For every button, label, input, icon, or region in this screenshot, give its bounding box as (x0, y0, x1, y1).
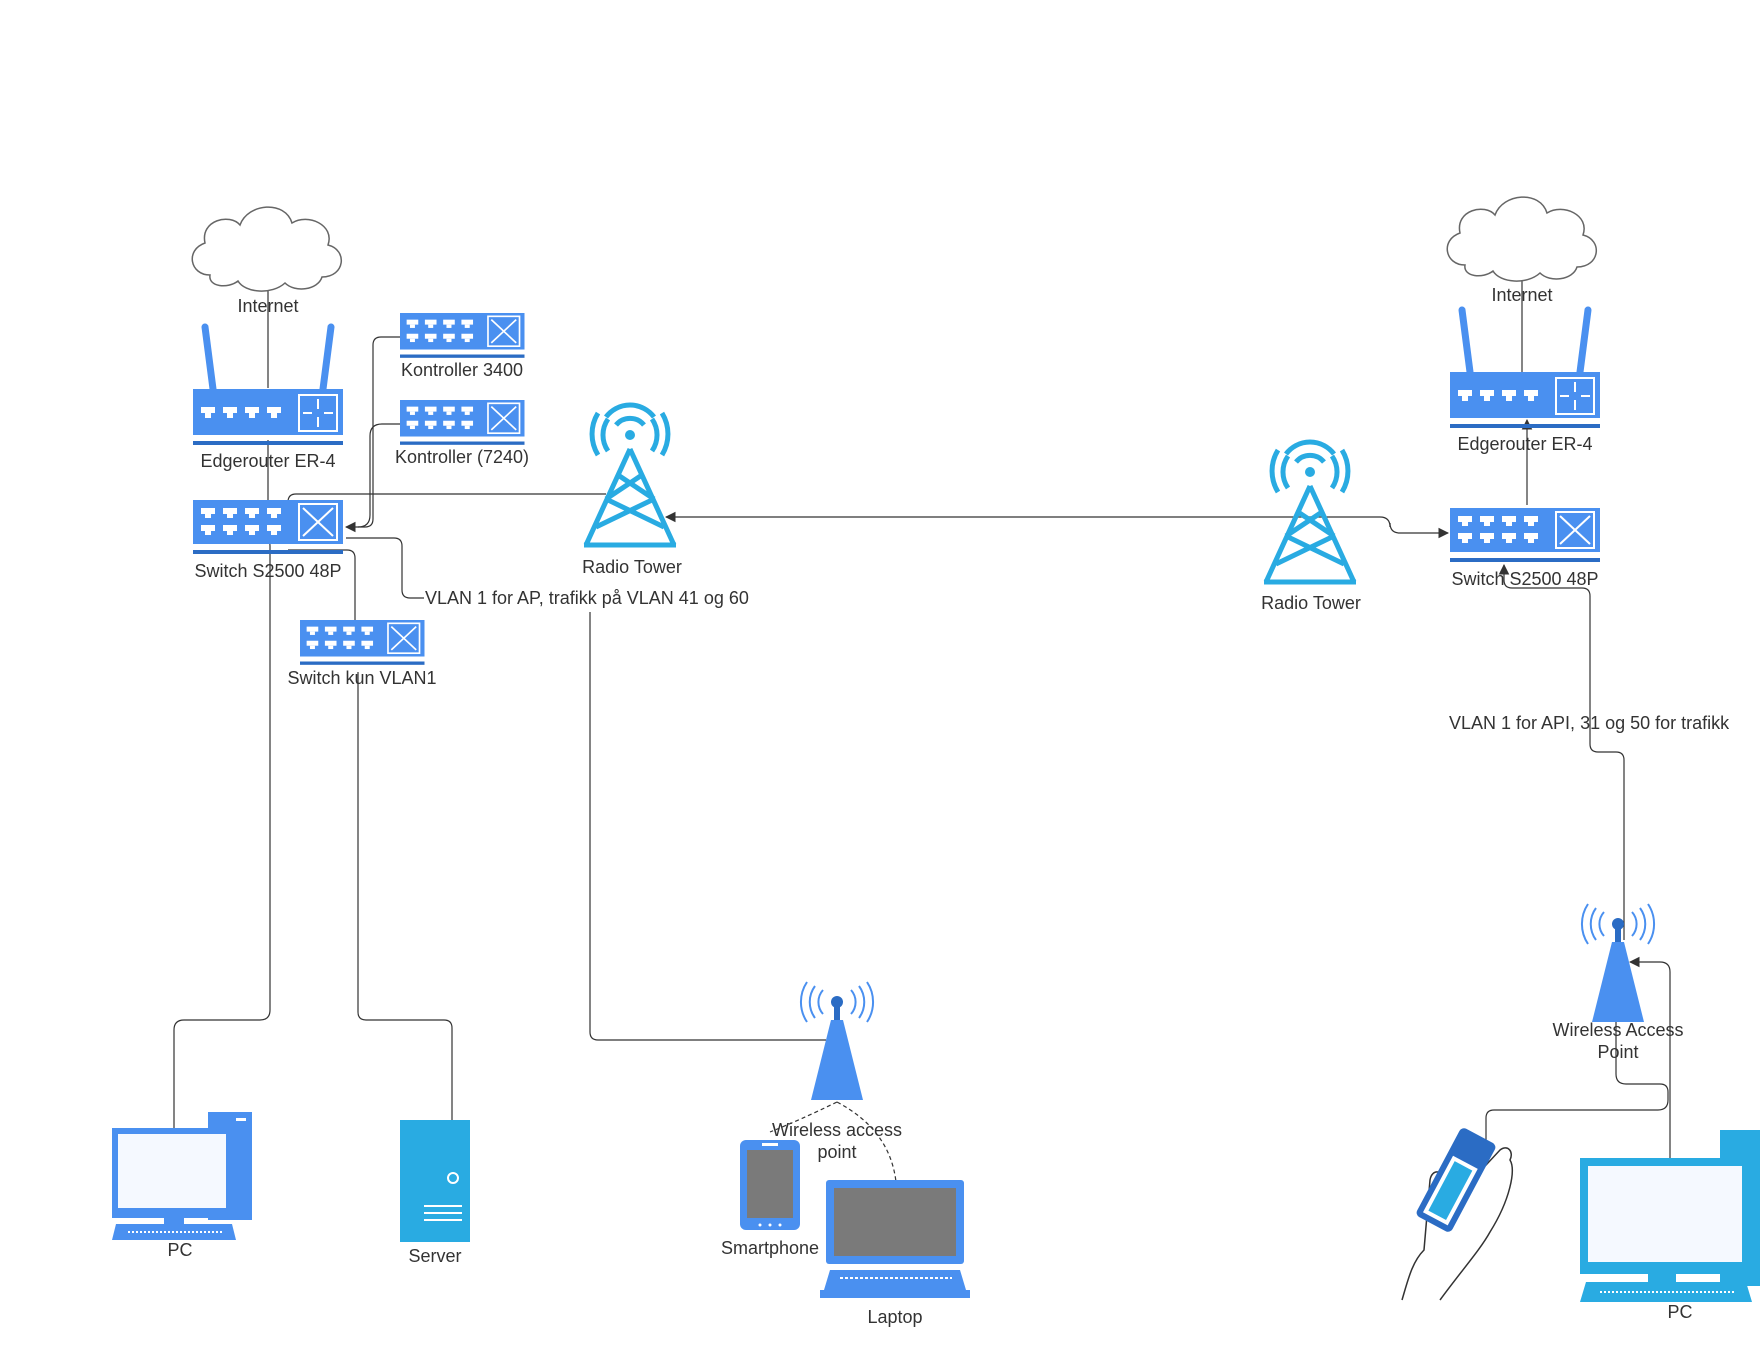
left-wireless-access-point: Wireless access point (772, 981, 902, 1162)
kontroller-7240: Kontroller (7240) (395, 399, 529, 467)
left-tower-label: Radio Tower (582, 557, 682, 577)
left-switch-label: Switch S2500 48P (194, 561, 341, 581)
cloud-icon (1446, 196, 1598, 282)
wireless-access-point-icon (799, 981, 875, 1101)
server: Server (400, 1120, 470, 1266)
switch-vlan1-label: Switch kun VLAN1 (287, 668, 436, 688)
left-internet-cloud: Internet (191, 206, 343, 316)
laptop-icon (820, 1180, 970, 1298)
left-router-label: Edgerouter ER-4 (200, 451, 335, 471)
switch-kun-vlan1: Switch kun VLAN1 (287, 619, 437, 688)
desktop-pc-icon (112, 1112, 252, 1240)
radio-tower-icon (1264, 442, 1356, 582)
kontroller-3400: Kontroller 3400 (399, 312, 526, 380)
right-edgerouter: Edgerouter ER-4 (1450, 310, 1600, 454)
right-wireless-access-point: Wireless Access Point (1552, 903, 1684, 1062)
right-vlan-note: VLAN 1 for API, 31 og 50 for trafikk (1449, 713, 1730, 733)
right-wap-label-1: Wireless Access (1552, 1020, 1683, 1040)
handheld-device-icon (1401, 1128, 1513, 1301)
switch-icon (399, 399, 526, 446)
right-switch-s2500: Switch S2500 48P (1449, 507, 1601, 589)
switch-icon (399, 312, 526, 359)
right-tower-label: Radio Tower (1261, 593, 1361, 613)
kontroller-3400-label: Kontroller 3400 (401, 360, 523, 380)
right-internet-label: Internet (1491, 285, 1552, 305)
left-wap-label-1: Wireless access (772, 1120, 902, 1140)
server-label: Server (408, 1246, 461, 1266)
radio-tower-icon (584, 405, 676, 545)
right-wap-label-2: Point (1597, 1042, 1638, 1062)
smartphone: Smartphone (721, 1140, 819, 1258)
laptop: Laptop (820, 1180, 970, 1327)
right-switch-label: Switch S2500 48P (1451, 569, 1598, 589)
right-pc: PC (1580, 1130, 1760, 1322)
left-radio-tower: Radio Tower (582, 405, 682, 577)
switch-icon (1449, 507, 1601, 563)
smartphone-label: Smartphone (721, 1238, 819, 1258)
left-pc-label: PC (167, 1240, 192, 1260)
desktop-pc-icon (1580, 1130, 1760, 1302)
left-vlan-note: VLAN 1 for AP, trafikk på VLAN 41 og 60 (425, 588, 749, 608)
left-wap-label-2: point (817, 1142, 856, 1162)
smartphone-icon (740, 1140, 800, 1230)
handheld-device (1401, 1128, 1513, 1301)
left-internet-label: Internet (237, 296, 298, 316)
connections (173, 250, 1671, 1183)
left-edgerouter: Edgerouter ER-4 (193, 327, 343, 471)
left-switch-s2500: Switch S2500 48P (192, 499, 344, 581)
router-icon (1450, 310, 1600, 428)
kontroller-7240-label: Kontroller (7240) (395, 447, 529, 467)
switch-icon (299, 619, 426, 666)
right-pc-label: PC (1667, 1302, 1692, 1322)
switch-icon (192, 499, 344, 555)
server-icon (400, 1120, 470, 1242)
laptop-label: Laptop (867, 1307, 922, 1327)
left-pc: PC (112, 1112, 252, 1260)
cloud-icon (191, 206, 343, 292)
right-radio-tower: Radio Tower (1261, 442, 1361, 613)
right-router-label: Edgerouter ER-4 (1457, 434, 1592, 454)
wireless-access-point-icon (1580, 903, 1656, 1023)
right-internet-cloud: Internet (1446, 196, 1598, 305)
